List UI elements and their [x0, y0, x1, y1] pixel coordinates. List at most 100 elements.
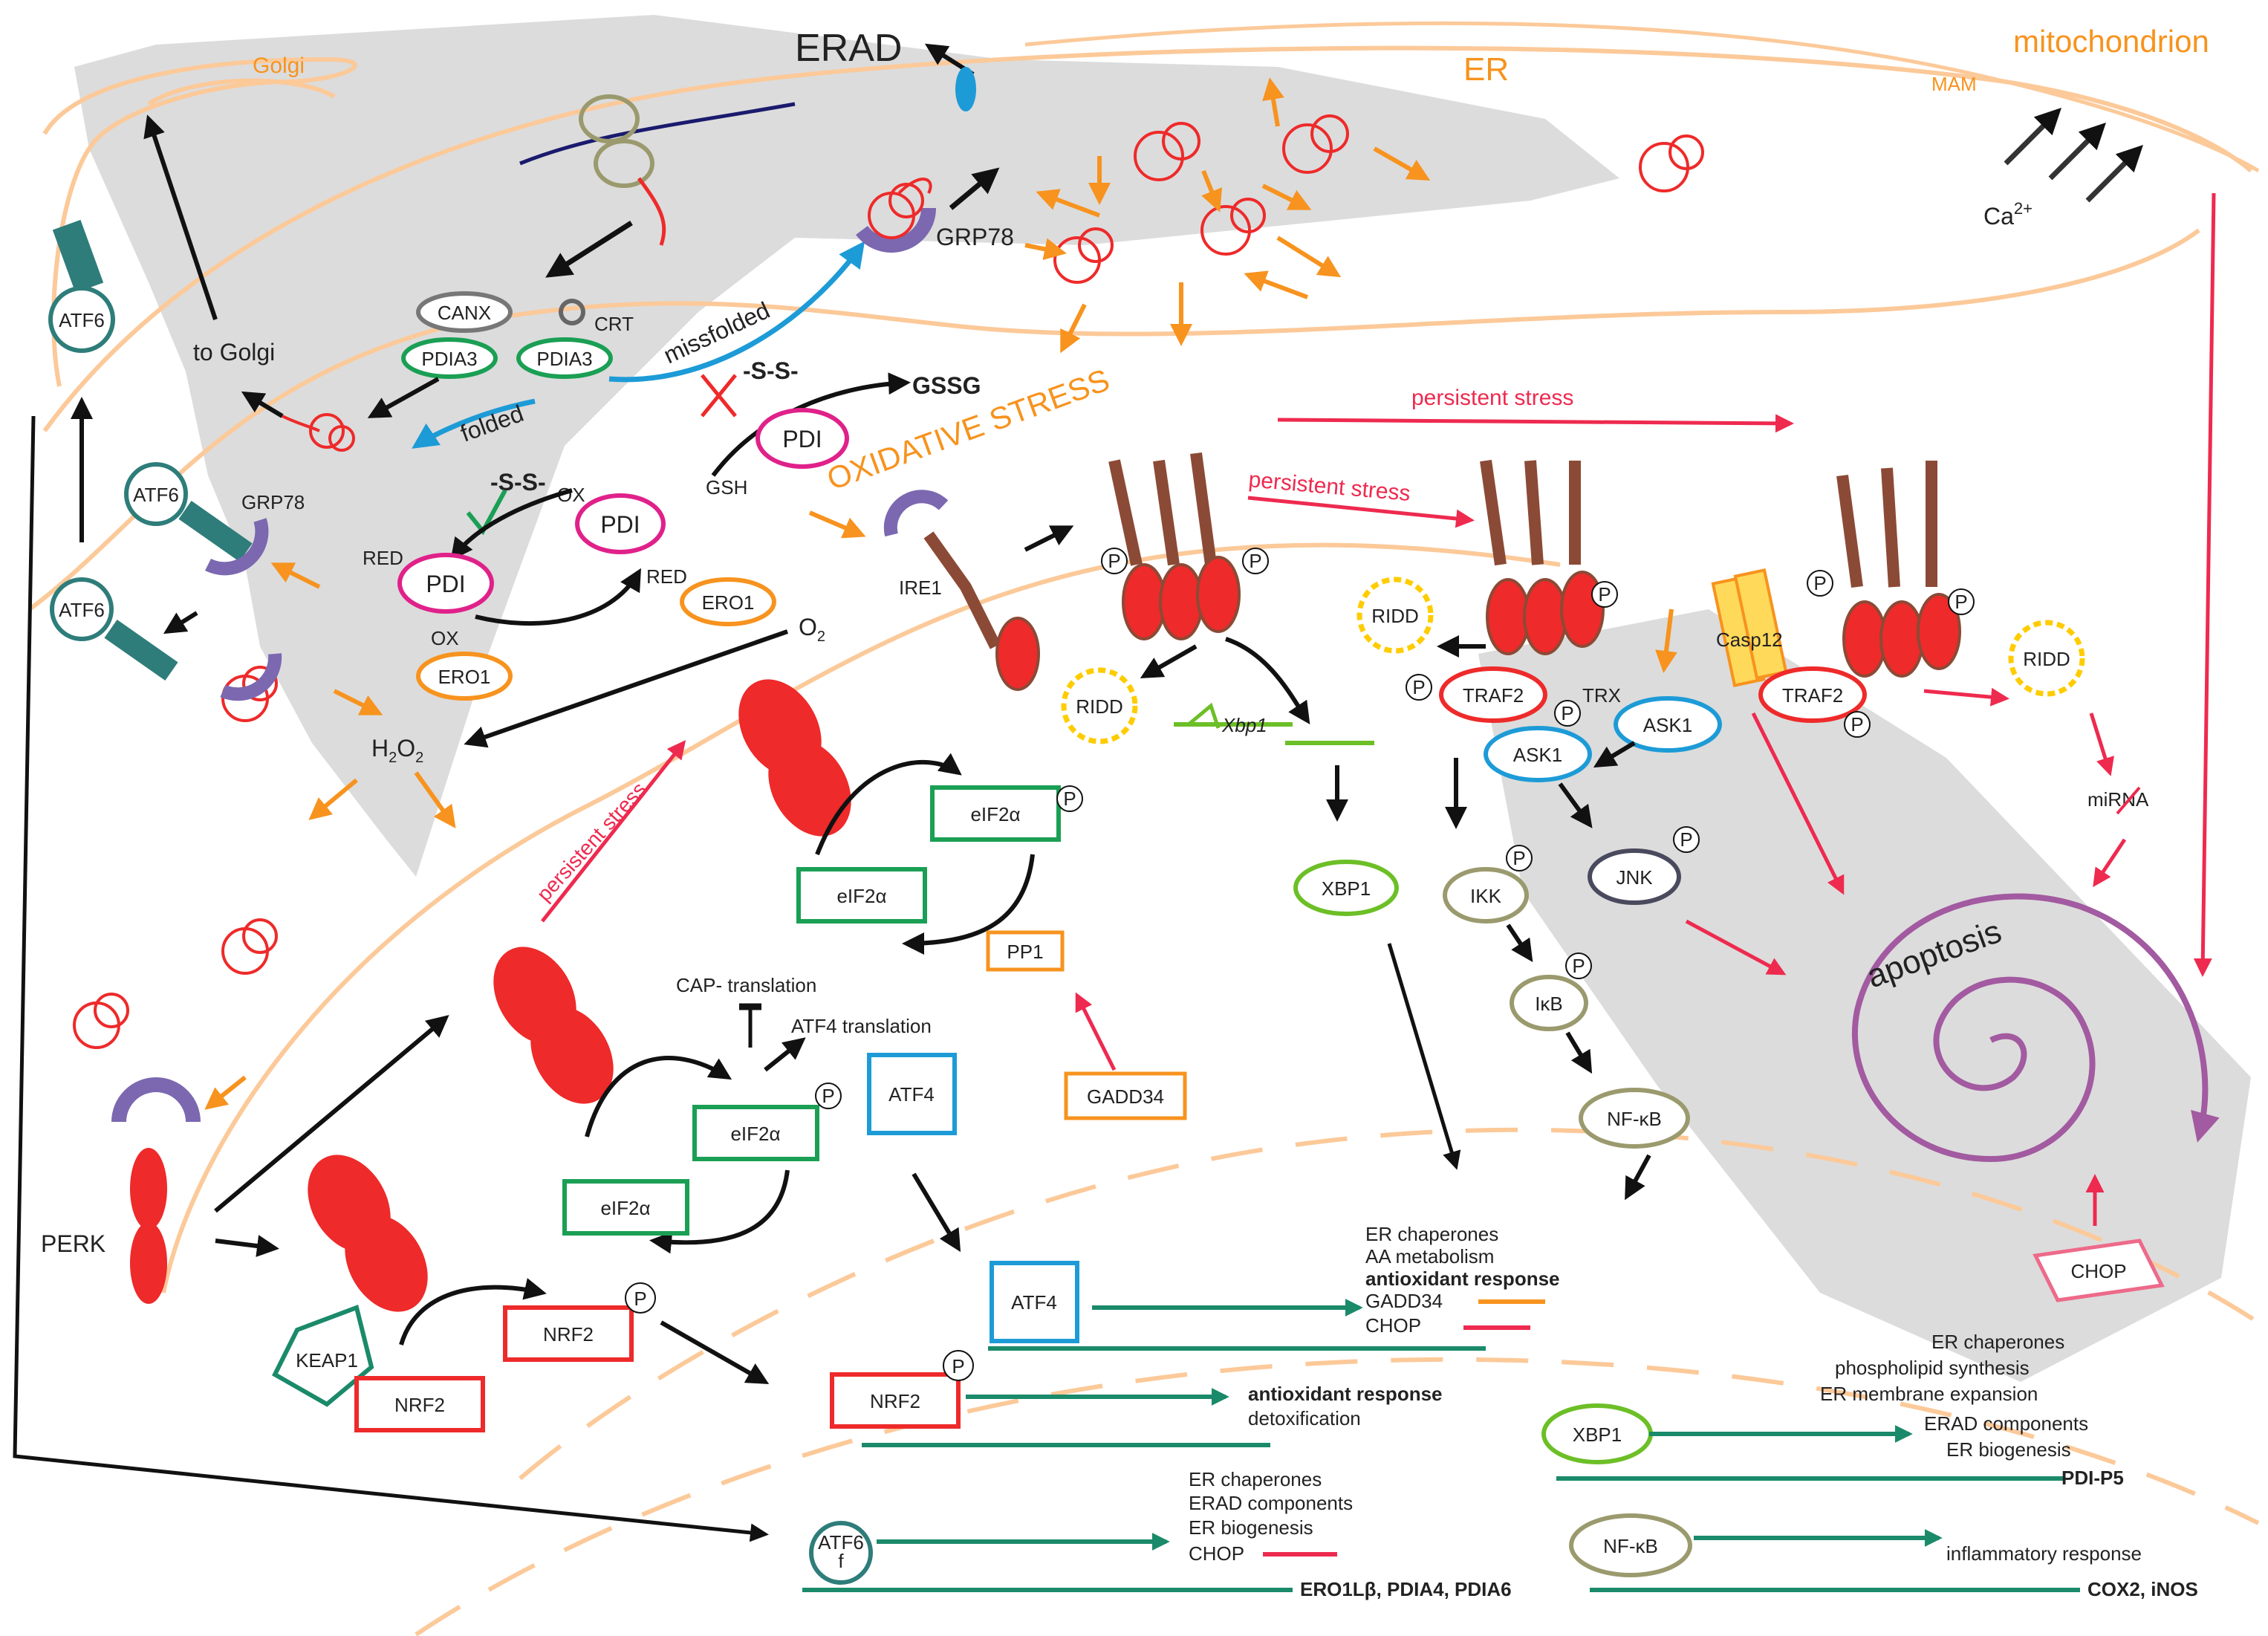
eif2a-badge-1: eIF2α [930, 785, 1061, 842]
svg-text:ERAD components: ERAD components [1924, 1412, 2088, 1435]
svg-text:PDI: PDI [600, 511, 640, 538]
mito-apoptosis-arrow [2193, 192, 2216, 977]
svg-text:KEAP1: KEAP1 [296, 1349, 358, 1372]
phospho-badge: P [943, 1350, 974, 1381]
svg-text:CHOP: CHOP [2070, 1260, 2126, 1282]
svg-text:ER chaperones: ER chaperones [1931, 1331, 2064, 1353]
svg-text:RIDD: RIDD [2023, 648, 2070, 670]
cap-translation-label: CAP- translation [676, 974, 816, 996]
ire1-oligomer-b [1480, 459, 1605, 655]
perk-receptor [111, 1077, 201, 1304]
apoptosis-spiral [1851, 893, 2220, 1163]
gsh-label: GSH [706, 476, 747, 499]
svg-text:CANX: CANX [438, 302, 491, 324]
phospho-badge: P [815, 1082, 842, 1109]
chop-diamond: CHOP [2033, 1239, 2165, 1302]
svg-text:PP1: PP1 [1007, 941, 1043, 963]
svg-text:phospholipid synthesis: phospholipid synthesis [1835, 1357, 2030, 1379]
svg-text:NF-κB: NF-κB [1603, 1535, 1658, 1557]
ridd-badge-b: RIDD [1356, 577, 1434, 654]
xbp1-mrna-label: Xbp1 [1221, 714, 1267, 736]
svg-text:ER membrane expansion: ER membrane expansion [1820, 1383, 2038, 1405]
nascent-chain [519, 102, 796, 166]
svg-text:ASK1: ASK1 [1643, 714, 1693, 736]
gssg-label: GSSG [912, 372, 981, 399]
svg-text:ER biogenesis: ER biogenesis [1189, 1516, 1313, 1539]
red-label-b: RED [646, 565, 687, 588]
phospho-badge: P [1101, 548, 1128, 574]
persistent-stress-label-c: persistent stress [532, 778, 650, 906]
atf6f-nucleus-badge: ATF6 f [809, 1521, 873, 1585]
trx-label: TRX [1582, 684, 1621, 707]
svg-text:P: P [952, 1355, 964, 1377]
svg-text:antioxidant response: antioxidant response [1248, 1383, 1443, 1405]
svg-text:NRF2: NRF2 [543, 1323, 594, 1346]
nrf2-badge-b: NRF2 [503, 1305, 634, 1362]
misfolded-protein-cluster [73, 114, 1704, 1049]
svg-text:ERO1: ERO1 [438, 666, 491, 688]
phospho-badge: P [1242, 548, 1269, 574]
ribosome-icon [579, 94, 640, 143]
svg-text:P: P [1412, 676, 1425, 698]
svg-text:P: P [1561, 702, 1573, 724]
svg-text:f: f [838, 1550, 844, 1572]
svg-text:ERO1: ERO1 [702, 591, 755, 614]
nfkb-badge: NF-κB [1579, 1088, 1690, 1149]
traf2-badge-a: TRAF2 [1439, 666, 1547, 723]
svg-text:XBP1: XBP1 [1573, 1424, 1622, 1446]
svg-text:ER biogenesis: ER biogenesis [1946, 1438, 2071, 1461]
grp78-misfolded-icon [856, 178, 936, 253]
svg-text:detoxification: detoxification [1248, 1407, 1361, 1429]
atf4-nucleus-badge: ATF4 [990, 1261, 1079, 1343]
ire1-oligomer-c [1836, 461, 1961, 678]
nucleus-membrane [519, 1127, 2260, 1481]
nrf2-targets: antioxidant response detoxification [1248, 1383, 1443, 1429]
svg-text:IκB: IκB [1535, 993, 1563, 1015]
calcium-label: Ca2+ [1983, 199, 2033, 230]
h2o2-label: H2O2 [371, 735, 423, 766]
nfkb-targets: inflammatory response [1946, 1542, 2142, 1565]
er-outer-membrane [42, 45, 2253, 432]
pdi-badge-red: PDI [397, 553, 494, 614]
mam-label: MAM [1931, 73, 1977, 95]
xbp1-targets: ER chaperones phospholipid synthesis ER … [1820, 1331, 2088, 1461]
ikb-badge: IκB [1510, 975, 1588, 1031]
pdi-badge-ox: PDI [575, 493, 666, 554]
svg-text:P: P [822, 1085, 834, 1107]
svg-text:P: P [1680, 828, 1692, 851]
svg-text:eIF2α: eIF2α [730, 1123, 780, 1145]
atf4-translation-label: ATF4 translation [791, 1015, 932, 1037]
svg-text:P: P [1813, 572, 1826, 594]
svg-text:CHOP: CHOP [1365, 1314, 1421, 1337]
svg-text:antioxidant response: antioxidant response [1365, 1267, 1560, 1290]
svg-text:GADD34: GADD34 [1087, 1085, 1164, 1108]
svg-text:ATF6: ATF6 [818, 1531, 864, 1554]
nfkb-nucleus-badge: NF-κB [1569, 1513, 1692, 1577]
phospho-badge: P [1056, 785, 1083, 812]
grp78-label: GRP78 [936, 224, 1014, 250]
ss-top-label: -S-S- [743, 357, 799, 384]
er-inner-membrane [28, 228, 2200, 611]
svg-text:P: P [1063, 788, 1076, 810]
casp12-icon [1711, 568, 1788, 688]
phospho-badge: P [1406, 674, 1432, 701]
svg-text:P: P [1108, 550, 1120, 572]
svg-text:NRF2: NRF2 [870, 1390, 920, 1412]
ask1-badge-b: ASK1 [1614, 696, 1722, 753]
svg-text:P: P [1851, 713, 1863, 736]
ridd-badge-a: RIDD [1061, 667, 1138, 744]
ridd-badge-c: RIDD [2008, 620, 2085, 697]
svg-text:eIF2α: eIF2α [600, 1197, 650, 1219]
svg-text:ERAD components: ERAD components [1189, 1492, 1353, 1514]
jnk-badge: JNK [1588, 848, 1681, 905]
eif2a-badge-2: eIF2α [796, 867, 927, 924]
svg-text:RIDD: RIDD [1371, 605, 1419, 627]
crt-label: CRT [594, 313, 634, 335]
svg-text:eIF2α: eIF2α [836, 885, 886, 907]
atf6-genes: ERO1Lβ, PDIA4, PDIA6 [1300, 1578, 1512, 1600]
crt-icon [559, 299, 585, 325]
perk-label: PERK [41, 1230, 105, 1257]
grp78-atf6-label: GRP78 [241, 491, 305, 513]
pdia3-badge-a: PDIA3 [401, 337, 498, 379]
atf6-membrane-receptor: ATF6 [48, 219, 115, 353]
